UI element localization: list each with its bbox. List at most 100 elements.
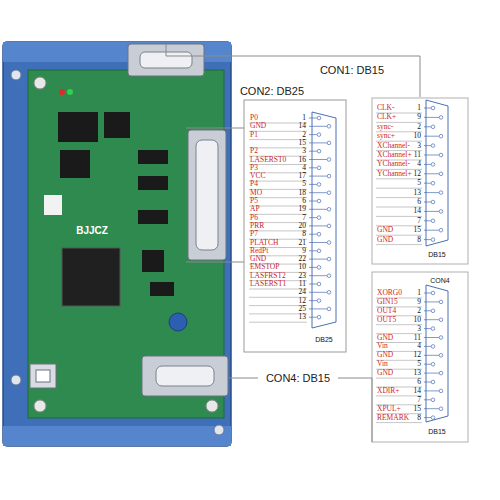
signal-name: REMARK — [377, 413, 409, 421]
pin-number: 10 — [414, 132, 422, 140]
pin-lead — [309, 267, 317, 268]
signal-name: LASERST1 — [250, 280, 286, 288]
pin-number: 2 — [417, 123, 421, 131]
pin — [317, 282, 321, 286]
db15-outline — [426, 100, 448, 246]
row-line — [376, 197, 422, 198]
leader-line — [186, 262, 244, 263]
pin — [439, 172, 443, 176]
con2-frame — [244, 100, 346, 352]
signal-name: P0 — [250, 114, 258, 122]
pin-lead — [309, 159, 327, 160]
pin-number: 15 — [414, 226, 422, 234]
pin-number: 21 — [299, 238, 307, 246]
pin-lead — [309, 225, 327, 226]
signal-name: YChannel- — [377, 160, 410, 168]
pin — [439, 354, 443, 358]
signal-name: XChannel- — [377, 141, 410, 149]
pin-number: 20 — [299, 222, 307, 230]
housing-edge — [3, 426, 231, 446]
pin — [317, 249, 321, 253]
pin-number: 12 — [414, 351, 422, 359]
pin-lead — [309, 259, 327, 260]
screw — [11, 70, 21, 80]
chip — [150, 282, 174, 296]
pin — [439, 371, 443, 375]
pin — [431, 345, 435, 349]
chip — [60, 150, 90, 178]
connector-name: DB15 — [428, 428, 446, 436]
pin-number: 6 — [417, 378, 421, 386]
pin — [317, 232, 321, 236]
signal-name: RedPt — [250, 247, 268, 255]
chip — [138, 176, 168, 190]
pin — [327, 208, 331, 212]
pin-lead — [309, 250, 317, 251]
pin-lead — [424, 145, 431, 146]
connector-name: DB25 — [315, 336, 333, 344]
pin — [439, 407, 443, 411]
pin-lead — [424, 310, 431, 311]
pin — [327, 174, 331, 178]
mount-hole — [206, 400, 218, 412]
pin — [431, 380, 435, 384]
mount-hole — [34, 400, 46, 412]
leader-line — [338, 378, 372, 442]
signal-name: GND — [377, 226, 393, 234]
connector-title: CON1: DB15 — [320, 64, 384, 76]
usb-opening — [36, 370, 50, 382]
pin-number: 11 — [414, 333, 421, 341]
signal-name: CLK- — [377, 104, 395, 112]
pin-lead — [424, 117, 439, 118]
row-line — [376, 244, 422, 245]
row-line — [249, 313, 307, 314]
pin-number: 23 — [299, 272, 307, 280]
pin-number: 13 — [414, 188, 422, 196]
pin-number: 8 — [302, 230, 306, 238]
pin-lead — [424, 202, 431, 203]
pin-lead — [424, 239, 431, 240]
pin-lead — [424, 337, 439, 338]
pin-number: 11 — [414, 151, 421, 159]
row-line — [249, 305, 307, 306]
pin-lead — [309, 142, 327, 143]
row-line — [376, 178, 422, 179]
pin-number: 12 — [299, 296, 307, 304]
pin-number: 3 — [417, 324, 421, 332]
capacitor — [169, 313, 187, 331]
pin-number: 10 — [414, 316, 422, 324]
signal-name: GND — [377, 369, 393, 377]
pin — [439, 336, 443, 340]
pin-number: 7 — [302, 213, 306, 221]
pin-number: 7 — [417, 217, 421, 225]
pin-lead — [424, 355, 439, 356]
pin-lead — [309, 184, 317, 185]
row-line — [376, 422, 422, 423]
pin — [327, 224, 331, 228]
pin-lead — [424, 183, 431, 184]
pin — [317, 166, 321, 170]
pin — [431, 181, 435, 185]
pin-number: 3 — [302, 147, 306, 155]
pin-number: 9 — [302, 247, 306, 255]
pin — [431, 125, 435, 129]
leader-line — [229, 378, 258, 379]
signal-name: P1 — [250, 130, 258, 138]
pin — [327, 191, 331, 195]
pin-lead — [424, 373, 439, 374]
pin-number: 2 — [417, 307, 421, 315]
pin-number: 14 — [299, 122, 307, 130]
screw — [214, 425, 224, 435]
pin — [431, 238, 435, 242]
pin-lead — [424, 408, 439, 409]
row-line — [249, 322, 307, 323]
pin-number: 9 — [417, 113, 421, 121]
signal-name: P2 — [250, 147, 258, 155]
row-line — [249, 139, 307, 140]
pin — [327, 307, 331, 311]
pin-lead — [309, 151, 317, 152]
pin-lead — [309, 308, 327, 309]
pin-lead — [309, 234, 317, 235]
pin-lead — [309, 284, 317, 285]
pin — [327, 241, 331, 245]
